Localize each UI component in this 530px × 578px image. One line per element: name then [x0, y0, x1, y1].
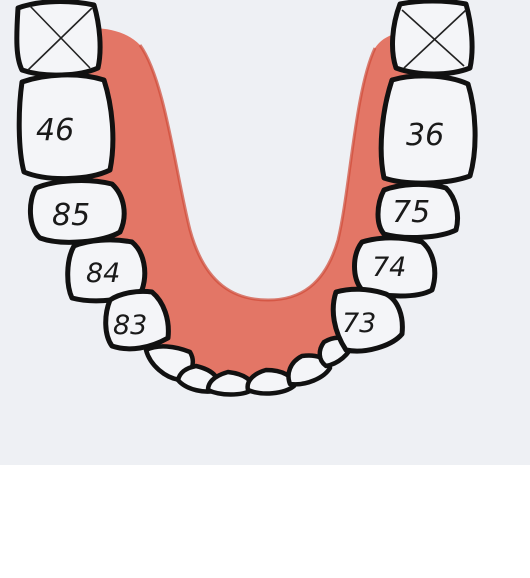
tooth-label: 85 [52, 198, 90, 233]
tooth-label: 73 [342, 308, 376, 339]
tooth-73[interactable]: 73 [333, 289, 402, 351]
tooth-label: 84 [86, 258, 120, 289]
tooth-label: 36 [406, 118, 444, 153]
tooth-83[interactable]: 83 [106, 291, 169, 348]
tooth-label: 83 [113, 310, 147, 341]
tooth-85[interactable]: 85 [30, 181, 124, 243]
page-whitespace [0, 465, 530, 578]
tooth-46[interactable]: 46 [19, 75, 113, 179]
tooth-label: 46 [36, 113, 74, 148]
tooth-75[interactable]: 75 [378, 184, 458, 237]
tooth-label: 74 [372, 252, 406, 283]
incisor[interactable] [208, 372, 252, 395]
tooth-label: 75 [392, 195, 430, 230]
tooth-upper-left-missing[interactable] [17, 2, 100, 76]
tooth-upper-right-missing[interactable] [393, 1, 473, 74]
tooth-36[interactable]: 36 [381, 76, 475, 183]
